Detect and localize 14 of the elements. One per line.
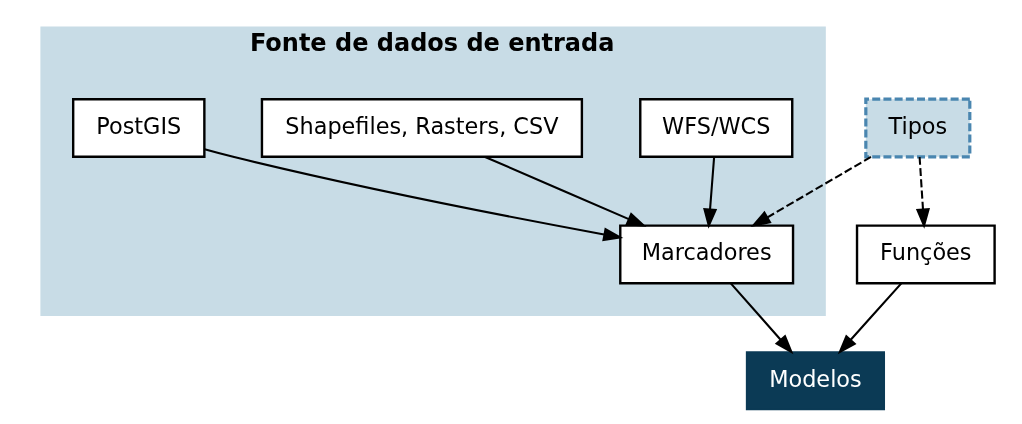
arrow (203, 148, 623, 242)
node-box: Shapefiles, Rasters, CSV (260, 98, 583, 158)
arrow (915, 156, 930, 229)
node-box: Funções (855, 224, 996, 285)
node-box: PostGIS (71, 98, 206, 158)
node-box: Marcadores (618, 224, 794, 285)
arrow (484, 156, 647, 227)
arrow (750, 156, 871, 228)
node-box: Tipos (863, 97, 971, 159)
node-box: Modelos (745, 351, 885, 411)
arrow (837, 282, 902, 355)
arrow (702, 156, 717, 229)
arrow (729, 282, 793, 355)
node-box: WFS/WCS (638, 98, 793, 158)
